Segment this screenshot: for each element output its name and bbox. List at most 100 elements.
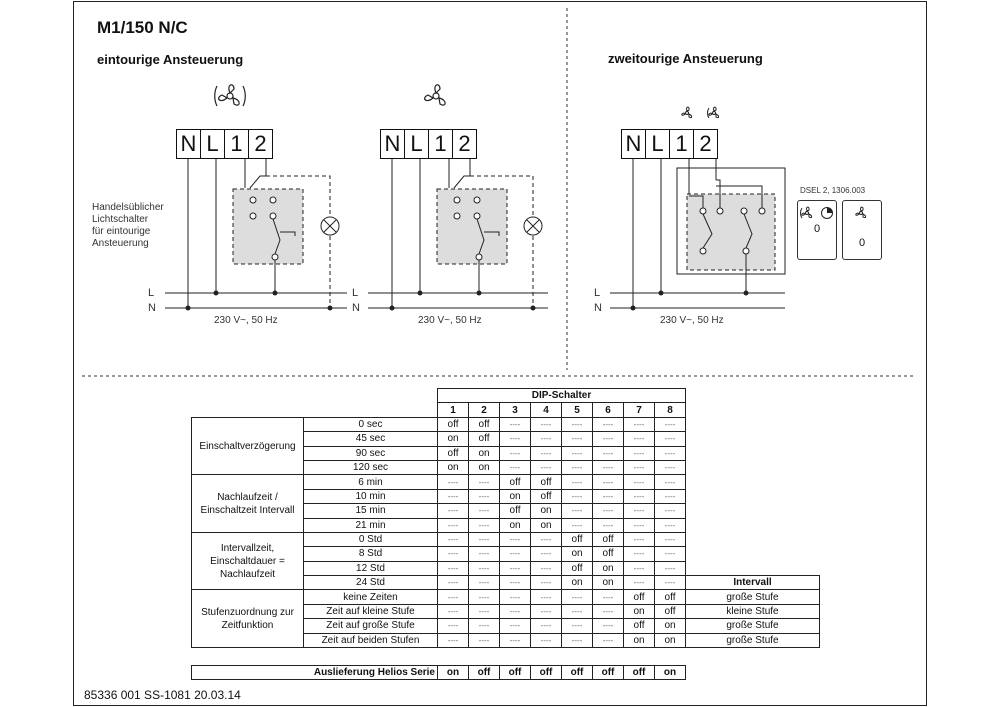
dip-value: ---- [530, 459, 562, 476]
terminal-n: N [177, 130, 201, 158]
dip-value: ---- [592, 603, 624, 620]
dip-number-3: 3 [499, 402, 531, 418]
dip-value: off [499, 503, 531, 519]
setting-name: 10 min [303, 488, 438, 505]
terminal-l: L [201, 130, 225, 158]
fan-icon [214, 84, 246, 107]
dip-value: ---- [561, 416, 593, 433]
dip-header-row: DIP-Schalter [192, 387, 820, 404]
dip-value: ---- [592, 488, 624, 505]
dip-value: ---- [561, 517, 593, 533]
dip-value: ---- [468, 560, 500, 577]
delivery-label: Auslieferung Helios Serie [191, 664, 438, 681]
empty-cell [192, 389, 304, 403]
terminal-2: 2 [699, 131, 712, 156]
dip-value: ---- [654, 560, 686, 577]
dip-value: ---- [530, 416, 562, 433]
dsel-value: 0 [858, 237, 866, 249]
empty-cell [686, 446, 820, 460]
dip-value: ---- [468, 474, 500, 490]
dip-value: off [437, 445, 469, 461]
fan-high-icon [800, 206, 813, 219]
setting-name: 8 Std [303, 546, 438, 562]
group-label-line: Intervallzeit, [220, 542, 275, 554]
empty-cell [686, 547, 820, 561]
group-label-line: Einschaltverzögerung [199, 440, 296, 452]
dip-value: ---- [654, 517, 686, 533]
dip-value: ---- [499, 531, 531, 548]
setting-name: keine Zeiten [303, 589, 438, 605]
delivery-table: Auslieferung Helios Serie on off off off… [191, 664, 686, 681]
dip-value: ---- [623, 488, 655, 505]
dip-value: ---- [499, 603, 531, 620]
dip-value: off [654, 589, 686, 605]
empty-cell [686, 504, 820, 518]
page-title: M1/150 N/C [97, 18, 188, 37]
group-label-line: Zeitfunktion [221, 619, 274, 631]
empty-cell [686, 475, 820, 489]
table-row: Intervallzeit,Einschaltdauer =Nachlaufze… [191, 531, 820, 591]
dip-number-1: 1 [437, 402, 469, 418]
dip-value: ---- [499, 546, 531, 562]
delivery-dip-3: off [499, 664, 531, 681]
dip-value: on [623, 603, 655, 620]
voltage-label: 230 V~, 50 Hz [214, 315, 278, 326]
empty-cell [686, 489, 820, 503]
dip-value: ---- [561, 589, 593, 605]
dip-value: ---- [654, 416, 686, 433]
supply-l-label: L [352, 287, 359, 299]
dip-value: ---- [499, 459, 531, 476]
wiring-diagram [165, 158, 786, 311]
dip-number-7: 7 [623, 402, 655, 418]
setting-name: 0 Std [303, 531, 438, 548]
empty-cell [686, 417, 820, 431]
dip-value: ---- [530, 560, 562, 577]
terminal-n: N [622, 130, 646, 158]
dip-value: ---- [468, 603, 500, 620]
empty-cell [686, 460, 820, 474]
dip-value: ---- [468, 503, 500, 519]
dip-value: on [592, 560, 624, 577]
fan-icon [424, 84, 446, 106]
delivery-row: Auslieferung Helios Serie on off off off… [191, 664, 686, 681]
dip-value: ---- [561, 431, 593, 447]
delivery-dip-1: on [437, 664, 469, 681]
dip-value: ---- [437, 517, 469, 533]
dip-value: on [499, 488, 531, 505]
fan-low-icon [681, 106, 693, 119]
dip-value: off [623, 589, 655, 605]
delivery-dip-6: off [592, 664, 624, 681]
group-label: Einschaltverzögerung [191, 416, 304, 476]
dip-value: on [437, 459, 469, 476]
dip-value: ---- [561, 459, 593, 476]
setting-name: 21 min [303, 517, 438, 533]
empty-cell [304, 403, 438, 417]
dip-value: ---- [499, 560, 531, 577]
voltage-label: 230 V~, 50 Hz [660, 315, 724, 326]
terminal-block: N L 1 2 [380, 129, 477, 159]
dip-value: off [530, 474, 562, 490]
dip-value: ---- [437, 618, 469, 634]
terminal-block: N L 1 2 [176, 129, 273, 159]
dip-value: ---- [437, 531, 469, 548]
dip-value: on [530, 517, 562, 533]
dip-value: ---- [623, 546, 655, 562]
dip-value: on [499, 517, 531, 533]
delivery-dip-4: off [530, 664, 562, 681]
dip-value: ---- [530, 603, 562, 620]
dip-value: on [437, 431, 469, 447]
supply-n-label: N [148, 302, 156, 314]
dip-value: ---- [654, 531, 686, 548]
terminal-n: N [381, 130, 405, 158]
dip-value: off [623, 618, 655, 634]
dip-value: ---- [623, 474, 655, 490]
terminal-1: 1 [429, 130, 453, 158]
empty-cell [686, 532, 820, 546]
dip-number-8: 8 [654, 402, 686, 418]
terminal-1: 1 [225, 130, 249, 158]
